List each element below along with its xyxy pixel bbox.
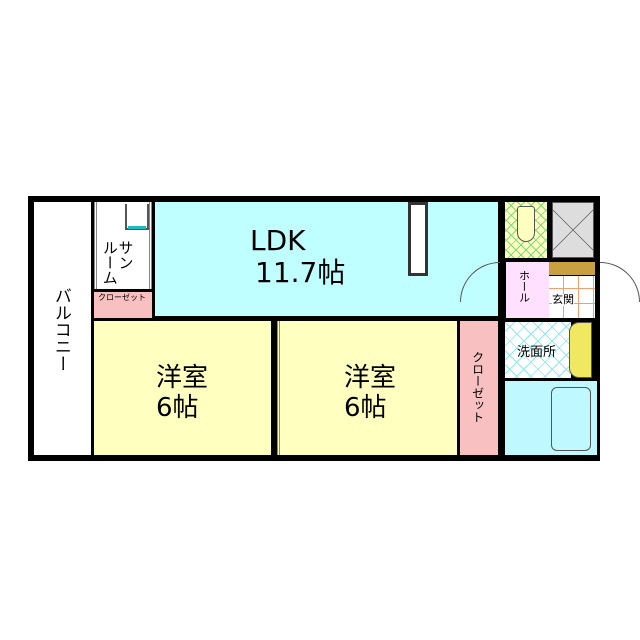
hall: ホール <box>506 262 549 318</box>
toilet-icon <box>517 206 535 242</box>
ldk-label: LDK <box>250 224 306 257</box>
washbasin-icon <box>569 322 592 378</box>
ldk: LDK 11.7帖 <box>155 202 500 316</box>
shoe-cabinet <box>549 262 595 275</box>
bedroom-1-size: 6帖 <box>156 393 199 423</box>
closet-right-label: クローゼット <box>470 351 485 423</box>
entrance-label: 玄関 <box>552 293 574 306</box>
closet-small-label: クローゼット <box>98 293 146 302</box>
ldk-size: 11.7帖 <box>255 256 346 289</box>
bedroom-2-size: 6帖 <box>344 393 387 423</box>
bedroom-1: 洋室 6帖 <box>94 321 271 455</box>
kitchen-counter <box>408 202 428 276</box>
toilet <box>505 202 547 258</box>
closet-small: クローゼット <box>94 292 152 318</box>
balcony-label: バルコニー <box>50 287 71 372</box>
bedroom-2: 洋室 6帖 <box>277 321 457 455</box>
closet-right: クローゼット <box>460 321 498 455</box>
storage <box>552 202 594 258</box>
washroom: 洗面所 <box>505 322 571 378</box>
bedroom-2-label: 洋室 <box>344 363 397 393</box>
bedroom-1-label: 洋室 <box>156 363 209 393</box>
sunroom: サン ルーム <box>94 202 152 289</box>
balcony: バルコニー <box>34 202 91 455</box>
sink-icon <box>125 204 149 230</box>
bathroom <box>505 381 597 455</box>
entrance: 玄関 <box>549 276 595 318</box>
sunroom-label: サン ルーム <box>100 240 135 285</box>
hall-label: ホール <box>517 270 531 303</box>
bathtub-icon <box>551 387 591 451</box>
washroom-label: 洗面所 <box>517 345 557 360</box>
